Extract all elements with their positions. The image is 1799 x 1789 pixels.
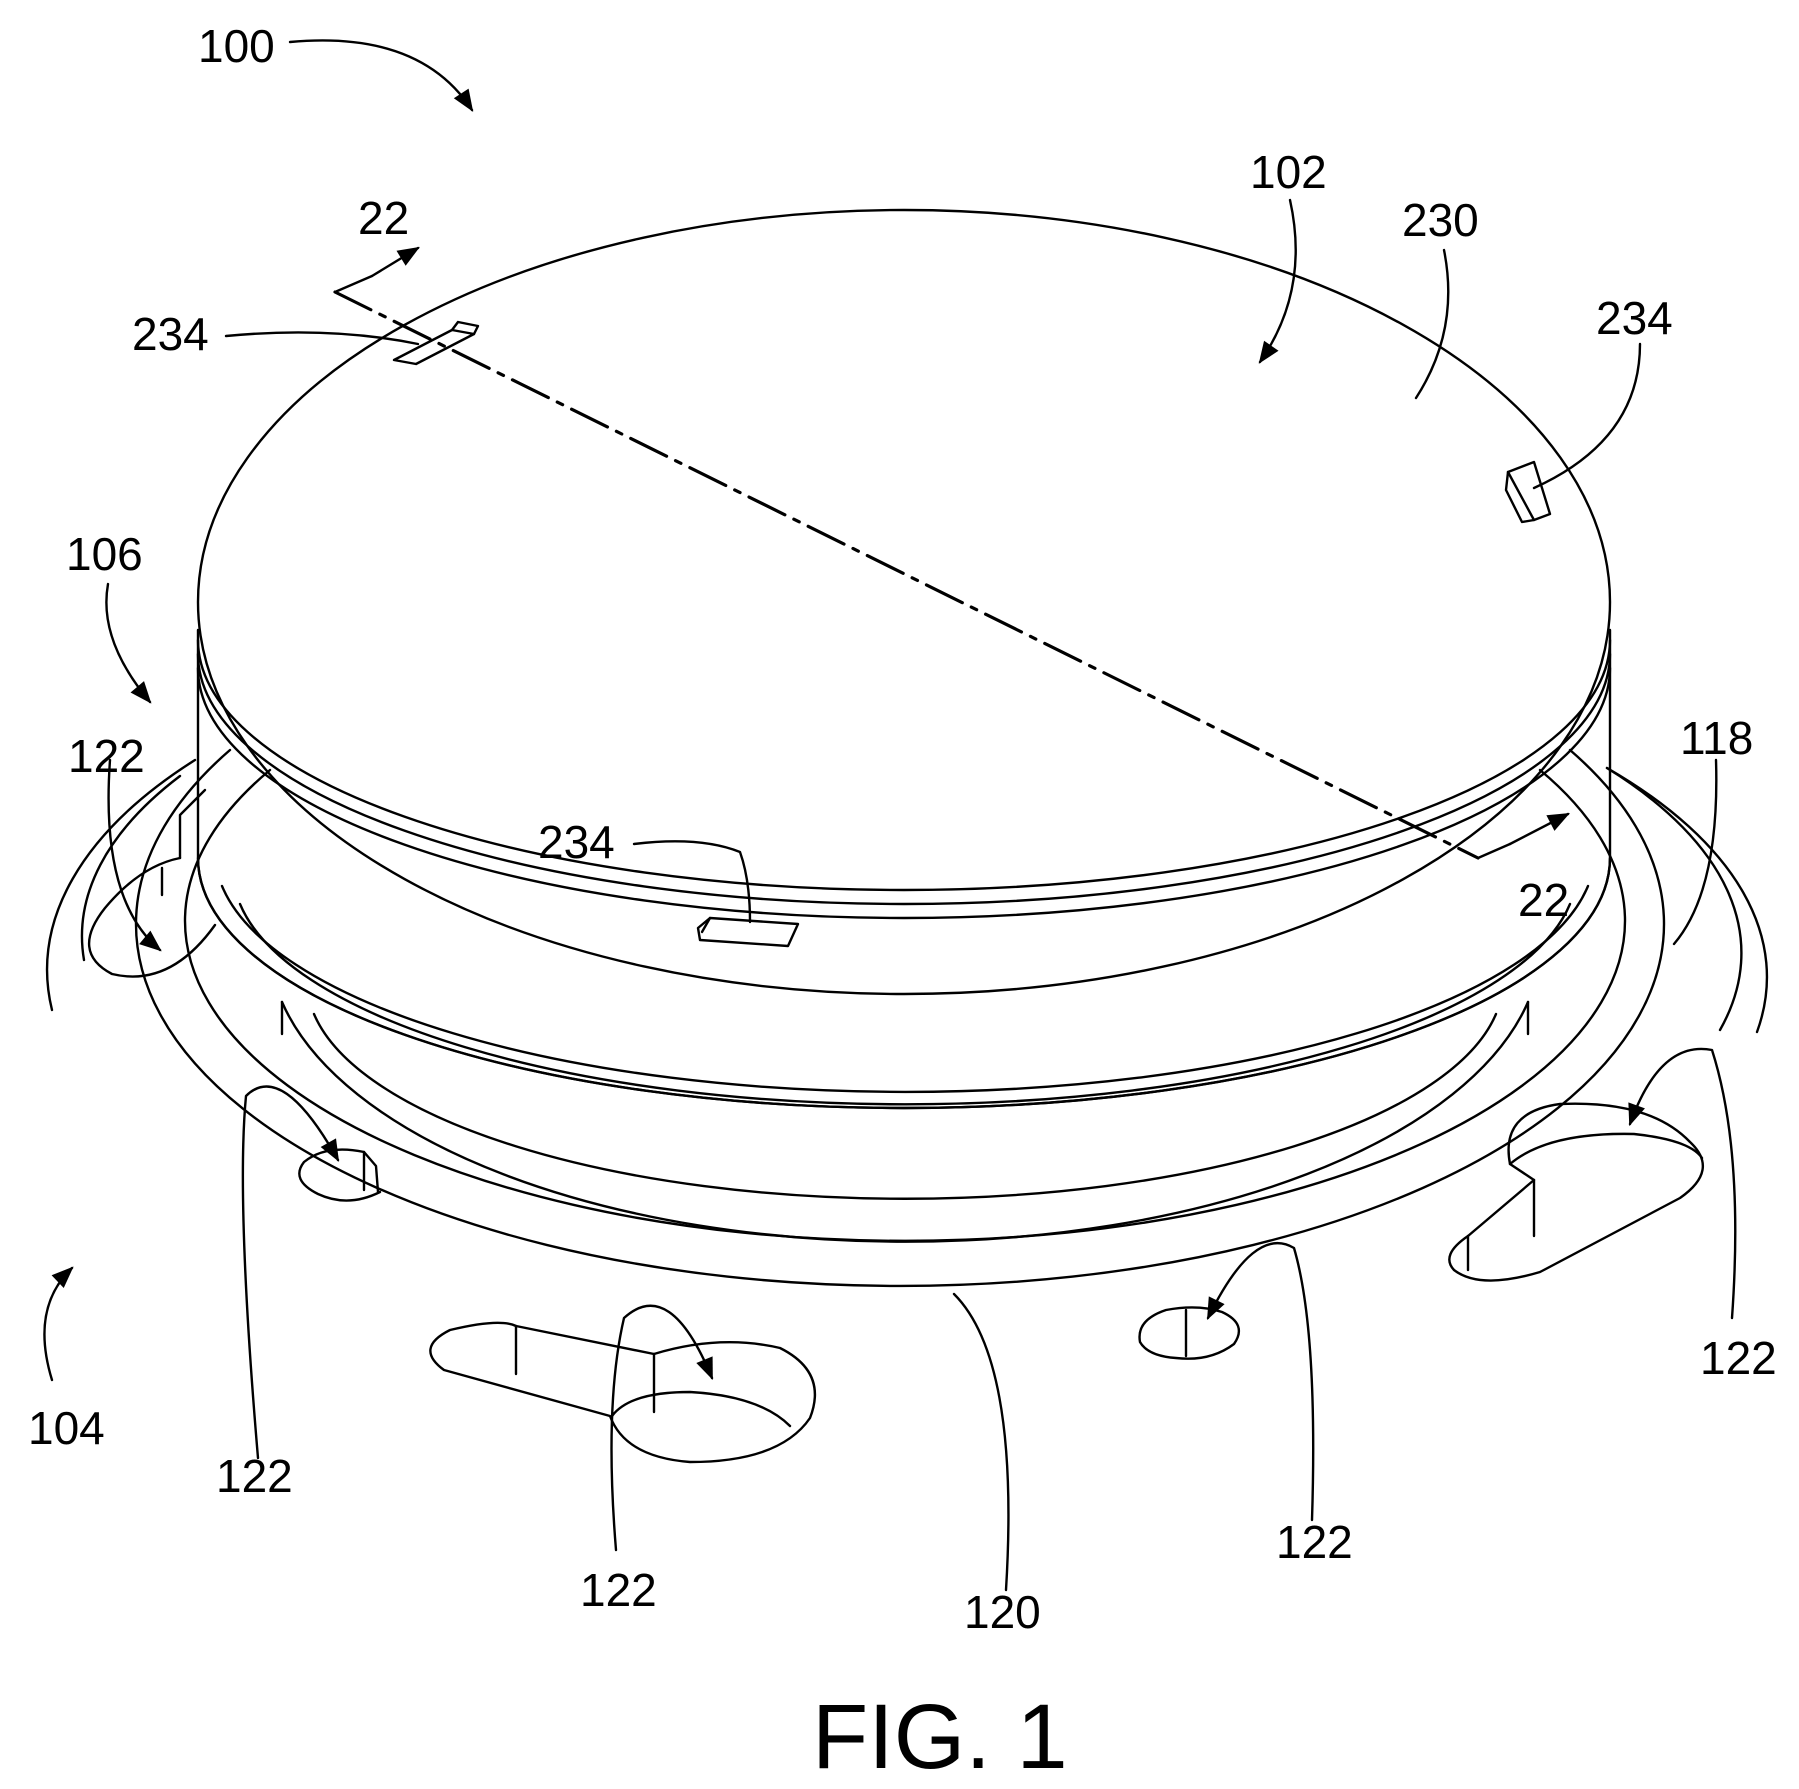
label-122-left-rear: 122 (68, 730, 145, 782)
label-22-top: 22 (358, 192, 409, 244)
leader-122-left-rear (109, 760, 160, 950)
label-122-right-rear: 122 (1700, 1332, 1777, 1384)
leader-102 (1260, 200, 1296, 362)
label-230: 230 (1402, 194, 1479, 246)
figure-caption: FIG. 1 (812, 1686, 1068, 1788)
label-120: 120 (964, 1586, 1041, 1638)
label-122-left: 122 (216, 1450, 293, 1502)
keyhole-slot-right-rear (1449, 1104, 1703, 1281)
tab-right (1506, 462, 1550, 522)
label-100: 100 (198, 20, 275, 72)
leader-234-right (1534, 344, 1640, 488)
reference-labels: 100 102 230 22 234 234 106 122 118 234 2… (28, 20, 1777, 1638)
label-106: 106 (66, 528, 143, 580)
leader-118 (1674, 760, 1716, 944)
label-118: 118 (1680, 712, 1753, 764)
label-234-top: 234 (132, 308, 209, 360)
keyhole-slot-front-left (430, 1323, 815, 1462)
label-122-front-left: 122 (580, 1564, 657, 1616)
section-line-22 (335, 248, 1568, 858)
label-102: 102 (1250, 146, 1327, 198)
cylinder-body (198, 630, 1610, 1108)
keyhole-slot-right (1140, 1307, 1239, 1358)
label-234-front: 234 (538, 816, 615, 868)
leader-lines (44, 40, 1735, 1590)
leader-104 (44, 1268, 72, 1380)
leader-106 (106, 584, 150, 702)
leader-122-right-rear (1630, 1049, 1735, 1318)
tab-front (698, 918, 798, 946)
label-234-right: 234 (1596, 292, 1673, 344)
leader-100 (290, 40, 472, 110)
base-flange (47, 750, 1767, 1286)
label-104: 104 (28, 1402, 105, 1454)
leader-120 (954, 1294, 1008, 1590)
keyhole-slot-left (299, 1150, 380, 1201)
label-122-right: 122 (1276, 1516, 1353, 1568)
leader-122-front-left (612, 1306, 713, 1550)
label-22-right: 22 (1518, 874, 1569, 926)
leader-122-right (1208, 1243, 1313, 1520)
leader-230 (1416, 250, 1448, 398)
